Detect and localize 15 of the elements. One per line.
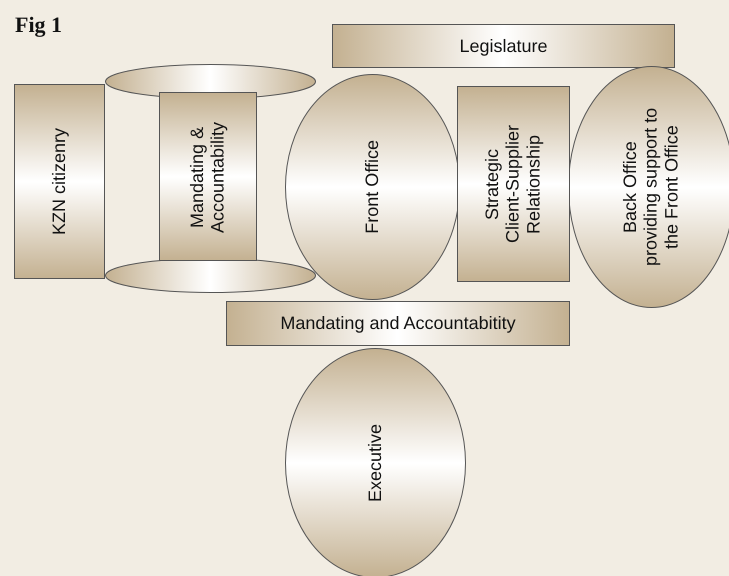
label-box — [332, 24, 675, 68]
figure-title: Fig 1 — [15, 12, 62, 38]
node-label: Legislature — [459, 36, 548, 56]
ellipse-shape — [105, 64, 316, 99]
label-box — [14, 84, 105, 279]
node-label: Mandating and Accountabitity — [280, 313, 516, 334]
ellipse-node — [285, 74, 460, 300]
label-box — [457, 86, 570, 282]
ellipse-shape — [105, 258, 316, 293]
node-label: KZN citizenry — [49, 128, 70, 236]
node-label: Front Office — [362, 140, 383, 234]
label-box — [226, 301, 570, 346]
node-label: Executive — [365, 424, 386, 502]
label-box — [159, 92, 257, 261]
node-label: Strategic Client-Supplier Relationship — [482, 124, 545, 246]
